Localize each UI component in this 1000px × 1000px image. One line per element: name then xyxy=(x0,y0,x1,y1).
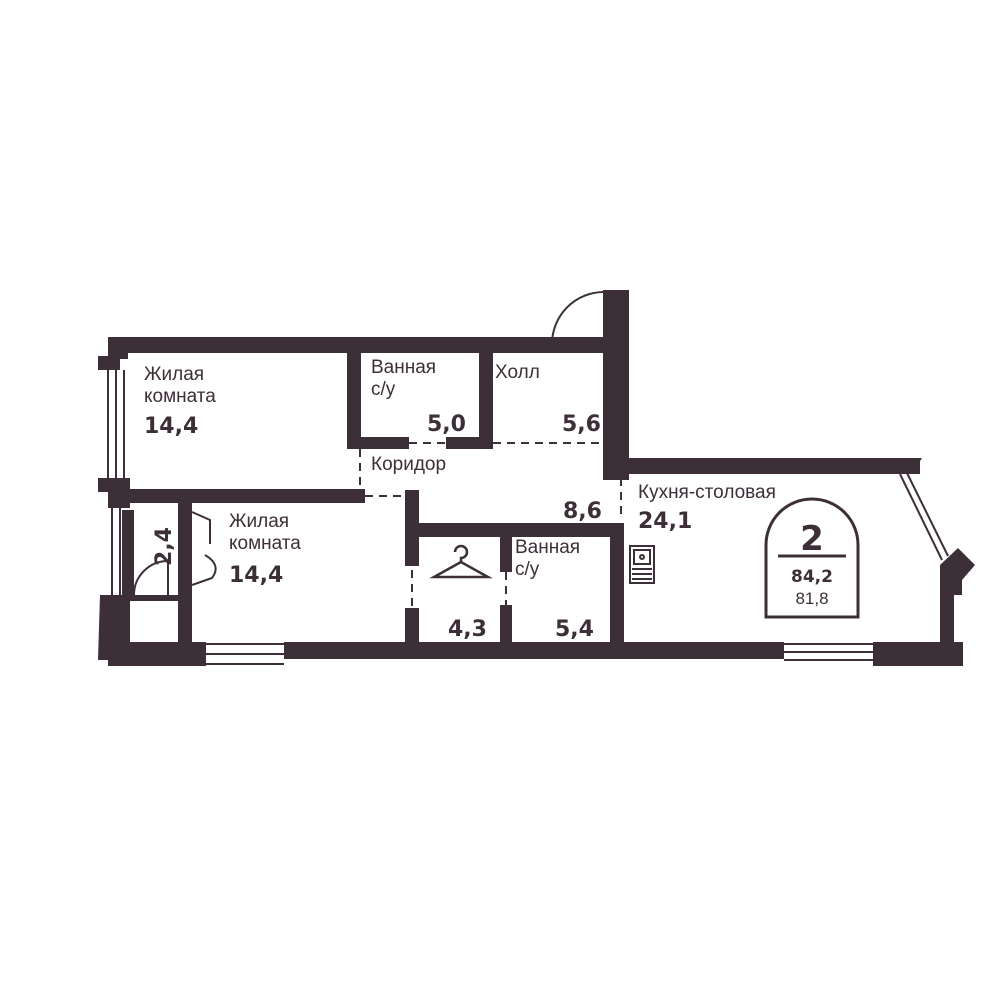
door-swing-icon xyxy=(133,291,604,596)
room-area-corridor: 8,6 xyxy=(563,499,602,524)
walls xyxy=(98,290,975,666)
room-name-corridor: Коридор xyxy=(371,454,446,475)
room-name-living1-line2: комната xyxy=(144,386,216,407)
room-count: 2 xyxy=(800,519,824,559)
room-area-bath1: 5,0 xyxy=(427,412,466,437)
apartment-badge: 2 84,2 81,8 xyxy=(764,497,860,619)
hanger-icon xyxy=(429,544,493,579)
room-name-kitchen: Кухня-столовая xyxy=(638,482,776,503)
room-name-living1-line1: Жилая xyxy=(144,364,204,385)
room-area-hall: 5,6 xyxy=(562,412,601,437)
room-name-bath1-line2: с/у xyxy=(371,379,396,400)
room-area-living1: 14,4 xyxy=(144,414,198,439)
room-area-living2: 14,4 xyxy=(229,563,283,588)
room-name-living2-line1: Жилая xyxy=(229,511,289,532)
room-name-living2-line2: комната xyxy=(229,533,301,554)
room-name-hall: Холл xyxy=(495,362,540,383)
room-name-bath2-line1: Ванная xyxy=(515,537,580,558)
room-area-kitchen: 24,1 xyxy=(638,509,692,534)
room-name-bath1-line1: Ванная xyxy=(371,357,436,378)
room-area-wardrobe: 4,3 xyxy=(448,617,487,642)
room-area-bath2: 5,4 xyxy=(555,617,594,642)
living-area: 81,8 xyxy=(795,589,828,608)
total-area: 84,2 xyxy=(791,567,833,587)
zone-separators xyxy=(359,442,622,608)
sink-icon xyxy=(629,545,655,584)
room-area-balcony: 2,4 xyxy=(152,527,177,566)
window-icon xyxy=(107,370,949,665)
room-name-bath2-line2: с/у xyxy=(515,559,540,580)
